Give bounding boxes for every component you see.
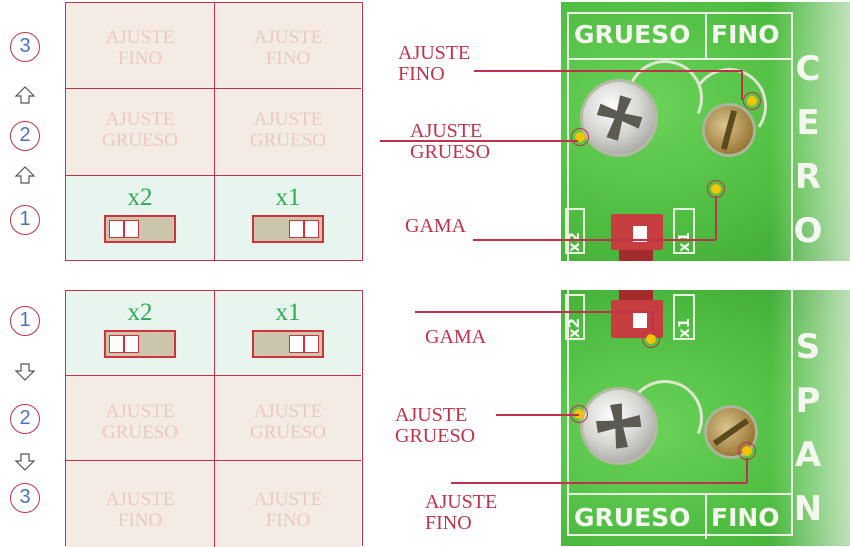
annotation-coarse: AJUSTE GRUESO	[395, 405, 475, 447]
jumper-label-left: x2	[565, 232, 583, 252]
step-badge: 3	[10, 483, 40, 513]
table-cell: AJUSTE FINO	[66, 3, 215, 89]
switch-cell-x2: x2	[66, 291, 215, 376]
annotation-fine: AJUSTE FINO	[425, 492, 497, 534]
table-cell: AJUSTE GRUESO	[66, 89, 215, 176]
board-label-coarse: GRUESO	[574, 20, 690, 49]
dip-switch-x1	[252, 215, 324, 243]
table-cell: AJUSTE GRUESO	[215, 89, 361, 176]
switch-label: x1	[215, 184, 361, 212]
step-badge: 2	[10, 121, 40, 151]
screw-icon	[583, 82, 655, 154]
dip-switch-x2	[104, 330, 176, 358]
table-cell: AJUSTE FINO	[215, 3, 361, 89]
table-cell: AJUSTE FINO	[66, 461, 215, 547]
board-label-fine: FINO	[711, 20, 780, 49]
board-side-text: CERO	[793, 42, 823, 258]
screw-icon	[583, 390, 655, 462]
annotation-range: GAMA	[425, 327, 486, 348]
dip-switch-x1	[252, 330, 324, 358]
board-label-coarse: GRUESO	[574, 503, 690, 532]
table-cell: AJUSTE GRUESO	[66, 376, 215, 461]
jumper-label-right: x1	[675, 232, 693, 252]
switch-label: x2	[66, 299, 214, 327]
jumper-label-right: x1	[675, 318, 693, 338]
zero-board-photo: GRUESO FINO CERO x2 x1	[561, 2, 850, 261]
board-side-text: SPAN	[793, 320, 823, 536]
table-cell: AJUSTE GRUESO	[215, 376, 361, 461]
zero-steps-table: AJUSTE FINO AJUSTE FINO AJUSTE GRUESO AJ…	[65, 2, 363, 261]
annotation-coarse: AJUSTE GRUESO	[410, 121, 490, 163]
step-badge: 1	[10, 205, 40, 235]
table-cell: AJUSTE FINO	[215, 461, 361, 547]
down-arrow-icon	[14, 452, 36, 472]
up-arrow-icon	[14, 165, 36, 185]
span-steps-table: x2 x1 AJUSTE GRUESO AJUSTE GRUESO AJUSTE…	[65, 290, 363, 546]
switch-cell-x1: x1	[215, 176, 361, 260]
step-badge: 3	[10, 32, 40, 62]
switch-label: x2	[66, 184, 214, 212]
span-board-photo: GRUESO FINO SPAN x2 x1	[561, 290, 850, 546]
switch-cell-x1: x1	[215, 291, 361, 376]
dip-switch-x2	[104, 215, 176, 243]
annotation-range: GAMA	[405, 216, 466, 237]
switch-label: x1	[215, 299, 361, 327]
step-badge: 1	[10, 306, 40, 336]
board-label-fine: FINO	[711, 503, 780, 532]
down-arrow-icon	[14, 362, 36, 382]
up-arrow-icon	[14, 85, 36, 105]
switch-cell-x2: x2	[66, 176, 215, 260]
jumper-label-left: x2	[565, 318, 583, 338]
annotation-fine: AJUSTE FINO	[398, 43, 470, 85]
step-badge: 2	[10, 404, 40, 434]
